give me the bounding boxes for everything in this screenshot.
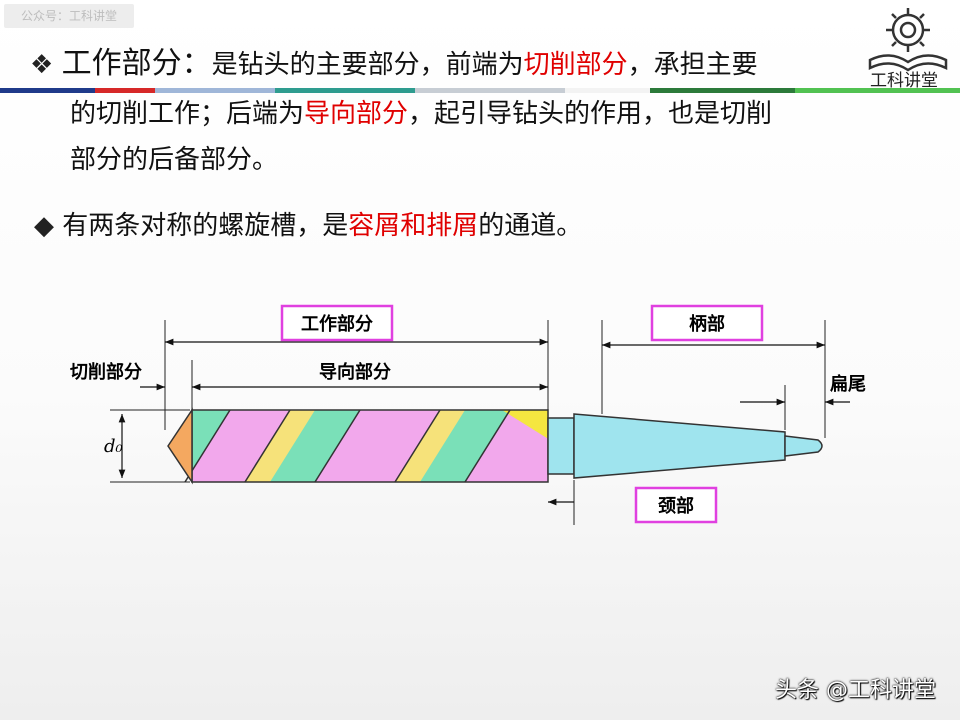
label-working-part: 工作部分: [301, 313, 373, 335]
paragraph-1-line-1: ❖ 工作部分：是钻头的主要部分，前端为切削部分，承担主要: [30, 44, 758, 85]
label-guide-part: 导向部分: [319, 361, 391, 383]
text: ，起引导钻头的作用，也是切削: [408, 99, 773, 129]
highlight-cutting-part: 切削部分: [523, 50, 628, 80]
label-neck: 颈部: [657, 495, 694, 517]
credit: 头条 @工科讲堂: [775, 678, 936, 703]
text: 的通道。: [478, 211, 583, 241]
logo-text: 工科讲堂: [870, 71, 938, 91]
bullet-diamond-icon: ◆: [34, 211, 54, 241]
paragraph-2: ◆ 有两条对称的螺旋槽，是容屑和排屑的通道。: [34, 206, 582, 246]
label-box-working: [280, 304, 394, 342]
text: 是钻头的主要部分，前端为: [211, 50, 524, 80]
text: ，承担主要: [627, 50, 758, 80]
cutting-tip: [167, 407, 193, 485]
label-box-neck: [634, 486, 718, 524]
drill-neck: [547, 417, 575, 475]
drill-tang: [784, 435, 823, 457]
highlight-chip-space: 容屑和排屑: [348, 211, 479, 241]
paragraph-1-line-3: 部分的后备部分。: [70, 145, 279, 175]
label-tang: 扁尾: [830, 373, 866, 395]
label-cutting-part: 切削部分: [70, 361, 142, 383]
label-shank: 柄部: [689, 313, 725, 335]
label-diameter: d₀: [104, 436, 123, 457]
bullet-diamond-icon: ❖: [30, 50, 54, 80]
highlight-guide-part: 导向部分: [304, 99, 409, 129]
heading-working-part: 工作部分：: [61, 46, 212, 81]
paragraph-1-line-2: 的切削工作；后端为导向部分，起引导钻头的作用，也是切削: [70, 94, 772, 134]
text: 有两条对称的螺旋槽，是: [62, 211, 349, 241]
text: 的切削工作；后端为: [70, 99, 305, 129]
gear-book-icon: [868, 8, 948, 72]
drill-diagram: 工作部分 柄部 切削部分 导向部分 扁尾 颈部 d₀: [70, 304, 866, 525]
watermark: 公众号：工科讲堂: [4, 4, 134, 28]
color-bar: [0, 88, 960, 93]
label-box-shank: [650, 304, 764, 342]
drill-shank: [573, 413, 786, 479]
